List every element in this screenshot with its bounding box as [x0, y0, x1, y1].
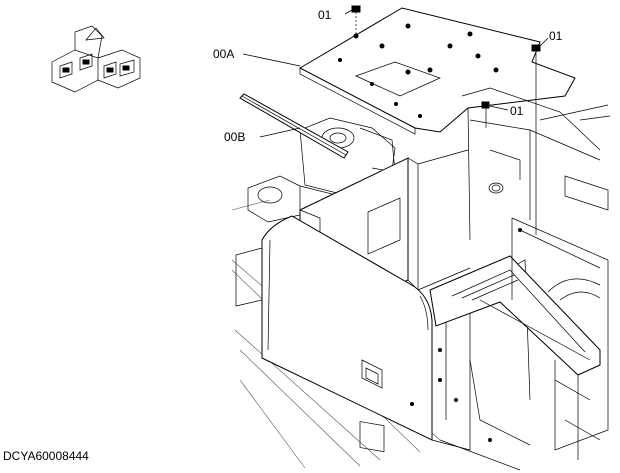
lower-right-housing	[410, 217, 609, 471]
bolt-top	[351, 5, 361, 38]
bolt-mid	[481, 101, 490, 128]
rubber-strip	[239, 93, 349, 159]
direction-compass-icon	[51, 25, 141, 93]
callout-bolt-top: 01	[318, 8, 332, 22]
callout-bolt-mid: 01	[510, 104, 524, 118]
callout-cover-plate: 00A	[213, 47, 234, 61]
bolt-right	[531, 44, 541, 235]
cover-plate	[298, 7, 576, 135]
side-door	[261, 215, 433, 453]
callout-rubber-strip: 00B	[224, 130, 245, 144]
document-code: DCYA60008444	[3, 449, 89, 463]
upper-right-frame	[461, 87, 611, 241]
callout-bolt-right: 01	[549, 29, 563, 43]
